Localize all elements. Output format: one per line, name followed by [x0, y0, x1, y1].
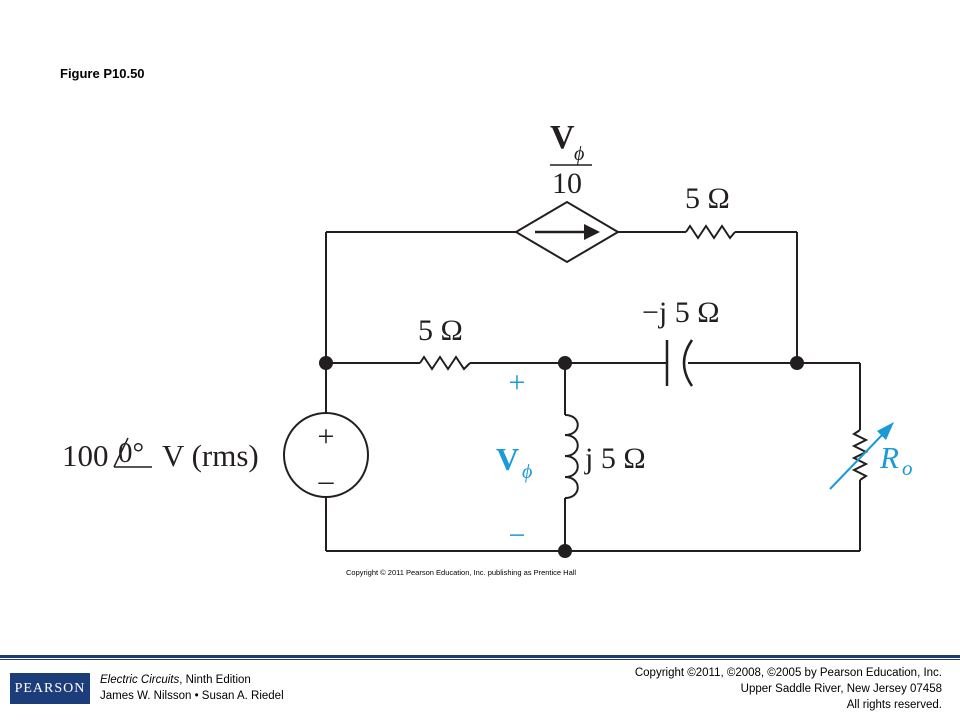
top-resistor — [685, 224, 736, 240]
source-value: 100 — [62, 438, 109, 473]
vphi-label-subscript: ϕ — [522, 461, 532, 483]
mid-resistor-label: 5 Ω — [418, 314, 463, 347]
source-unit: V (rms) — [162, 438, 259, 473]
node-middle — [558, 356, 572, 370]
vphi-minus-sign: − — [509, 519, 526, 552]
node-bottom — [558, 544, 572, 558]
load-resistor — [851, 429, 869, 481]
book-title-line: Electric Circuits, Ninth Edition — [100, 672, 284, 688]
dependent-current-source — [514, 200, 620, 264]
source-minus-sign: – — [318, 464, 335, 497]
book-info: Electric Circuits, Ninth Edition James W… — [100, 672, 284, 704]
dependent-source-label: V ϕ 10 — [550, 119, 592, 200]
figure-copyright: Copyright © 2011 Pearson Education, Inc.… — [346, 568, 577, 577]
book-authors: James W. Nilsson • Susan A. Riedel — [100, 690, 284, 702]
footer-divider-thick — [0, 655, 960, 658]
pearson-logo: PEARSON — [10, 673, 90, 704]
wires — [325, 231, 861, 552]
node-left — [319, 356, 333, 370]
junction-nodes — [319, 356, 804, 558]
copyright-line-1: Copyright ©2011, ©2008, ©2005 by Pearson… — [634, 667, 942, 679]
inductor — [564, 414, 579, 499]
copyright-line-3: All rights reserved. — [846, 699, 942, 711]
dependent-source-denominator: 10 — [552, 167, 582, 200]
source-plus-sign: + — [318, 420, 335, 453]
inductor-label: j 5 Ω — [584, 442, 646, 475]
copyright-line-2: Upper Saddle River, New Jersey 07458 — [740, 683, 942, 695]
node-right — [790, 356, 804, 370]
book-edition: , Ninth Edition — [179, 674, 251, 686]
dependent-source-numerator: V — [550, 119, 575, 156]
book-title: Electric Circuits — [100, 674, 180, 686]
dependent-source-subscript: ϕ — [574, 143, 584, 165]
mid-resistor — [419, 355, 471, 371]
footer-divider-thin — [0, 659, 960, 660]
variable-arrow-icon — [829, 422, 894, 490]
publisher-info: Copyright ©2011, ©2008, ©2005 by Pearson… — [635, 665, 942, 713]
capacitor — [665, 339, 694, 387]
load-label-subscript: o — [902, 456, 913, 480]
source-angle: 0° — [118, 437, 144, 469]
capacitor-label: −j 5 Ω — [642, 296, 720, 329]
load-label-main: R — [879, 440, 899, 475]
vphi-label-main: V — [496, 441, 519, 477]
source-label: 100 0° V (rms) — [62, 437, 259, 473]
figure-title: Figure P10.50 — [60, 66, 145, 81]
vphi-plus-sign: + — [509, 366, 526, 399]
top-resistor-label: 5 Ω — [685, 182, 730, 215]
voltage-source: + – — [283, 412, 369, 498]
